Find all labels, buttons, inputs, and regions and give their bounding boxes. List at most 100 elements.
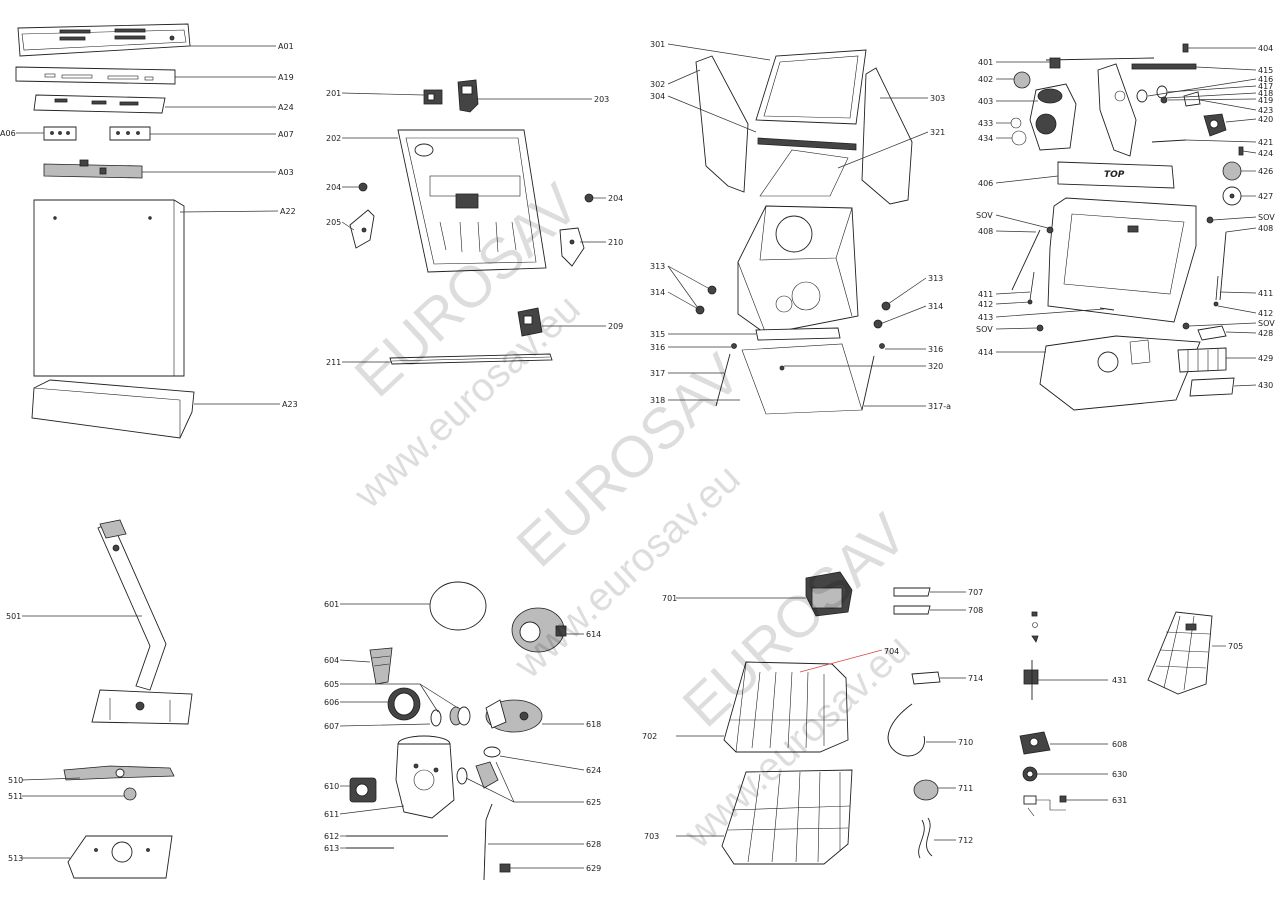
part-202-inner-door[interactable] bbox=[397, 129, 547, 273]
part-411-right[interactable] bbox=[1215, 275, 1219, 301]
part-708[interactable] bbox=[893, 605, 931, 615]
part-sov-screw-3[interactable] bbox=[1206, 216, 1214, 224]
part-318-base-seal[interactable] bbox=[741, 343, 863, 415]
part-201-hinge-switch[interactable] bbox=[423, 89, 443, 105]
part-510-spray-arm[interactable] bbox=[63, 765, 175, 781]
part-416-419[interactable] bbox=[1136, 85, 1168, 104]
part-424[interactable] bbox=[1238, 146, 1244, 156]
part-sov-screw-4[interactable] bbox=[1182, 322, 1190, 330]
part-630-thermostat[interactable] bbox=[1022, 766, 1038, 782]
callout-703: 703 bbox=[644, 832, 659, 841]
callout-423: 423 bbox=[1258, 106, 1273, 115]
callout-210: 210 bbox=[608, 238, 623, 247]
part-a01-control-panel[interactable] bbox=[17, 23, 191, 57]
callout-211: 211 bbox=[326, 358, 341, 367]
part-403-softener[interactable] bbox=[1029, 83, 1077, 151]
part-629[interactable] bbox=[499, 863, 511, 873]
part-tub[interactable] bbox=[737, 205, 859, 335]
part-413[interactable] bbox=[1099, 307, 1115, 311]
part-624-625-hoses[interactable] bbox=[456, 746, 501, 789]
part-608-sensor[interactable] bbox=[1019, 731, 1051, 755]
part-426[interactable] bbox=[1222, 161, 1242, 181]
part-317a-rod[interactable] bbox=[861, 355, 875, 411]
part-209-door-lock[interactable] bbox=[517, 307, 543, 337]
part-303-side-panel-right[interactable] bbox=[861, 67, 913, 205]
part-423[interactable] bbox=[1183, 91, 1201, 107]
part-321-insulation[interactable] bbox=[759, 149, 849, 197]
part-408-right[interactable] bbox=[1219, 231, 1227, 301]
part-611-sump[interactable] bbox=[395, 735, 455, 819]
part-628-drain-hose[interactable] bbox=[483, 803, 493, 881]
part-a19-panel-strip[interactable] bbox=[15, 66, 176, 85]
part-sov-screw-2[interactable] bbox=[1036, 324, 1044, 332]
part-604-filter[interactable] bbox=[369, 647, 393, 685]
part-701-cutlery-basket[interactable] bbox=[805, 571, 853, 617]
part-614-circulation-pump[interactable] bbox=[511, 607, 567, 653]
callout-417: 417 bbox=[1258, 82, 1273, 91]
part-606-filter-cup[interactable] bbox=[387, 687, 421, 721]
callout-710: 710 bbox=[958, 738, 973, 747]
part-714[interactable] bbox=[911, 671, 941, 685]
part-408-left[interactable] bbox=[1011, 229, 1041, 291]
part-203-dispenser[interactable] bbox=[457, 79, 479, 113]
part-431-valve[interactable] bbox=[1023, 660, 1039, 700]
part-204-right[interactable] bbox=[584, 193, 594, 203]
part-707[interactable] bbox=[893, 587, 931, 597]
part-sov-screw-1[interactable] bbox=[1046, 226, 1054, 234]
part-712-harness[interactable] bbox=[918, 817, 933, 859]
part-429-filter-box[interactable] bbox=[1177, 347, 1227, 373]
part-415[interactable] bbox=[1131, 63, 1197, 70]
part-316-right[interactable] bbox=[879, 343, 885, 349]
part-210-hinge-right[interactable] bbox=[559, 227, 585, 267]
part-601-gasket[interactable] bbox=[429, 581, 487, 631]
part-402[interactable] bbox=[1013, 71, 1031, 89]
part-315-strip[interactable] bbox=[755, 327, 841, 341]
part-401-inlet[interactable] bbox=[1045, 57, 1155, 69]
part-605-607-seals[interactable] bbox=[430, 706, 471, 727]
part-703-lower-basket[interactable] bbox=[721, 769, 853, 865]
part-428[interactable] bbox=[1197, 325, 1227, 341]
part-205-hinge-left[interactable] bbox=[349, 209, 375, 249]
part-a03-power-board[interactable] bbox=[43, 159, 143, 179]
part-513-tray[interactable] bbox=[67, 835, 173, 879]
part-702-upper-basket[interactable] bbox=[723, 661, 849, 753]
part-412-right[interactable] bbox=[1213, 301, 1219, 307]
part-317-rod[interactable] bbox=[715, 353, 731, 407]
part-711[interactable] bbox=[913, 779, 939, 801]
part-618-heater-pump[interactable] bbox=[485, 699, 543, 733]
part-a24-control-board[interactable] bbox=[33, 94, 166, 114]
part-501-supply-pipe[interactable] bbox=[91, 519, 193, 725]
part-a06-button-board[interactable] bbox=[43, 126, 77, 141]
callout-431: 431 bbox=[1112, 676, 1127, 685]
part-511-nozzle[interactable] bbox=[123, 787, 137, 801]
part-a22-door[interactable] bbox=[33, 199, 185, 377]
part-434[interactable] bbox=[1011, 130, 1027, 146]
part-427[interactable] bbox=[1222, 186, 1242, 206]
part-420-valve[interactable] bbox=[1203, 113, 1227, 137]
part-421[interactable] bbox=[1151, 139, 1187, 143]
part-404[interactable] bbox=[1182, 43, 1189, 53]
part-414-base-tray[interactable] bbox=[1039, 335, 1201, 411]
part-316-left[interactable] bbox=[731, 343, 737, 349]
callout-sov-2: SOV bbox=[976, 325, 993, 334]
part-430[interactable] bbox=[1189, 377, 1235, 397]
part-314-right[interactable] bbox=[873, 319, 883, 329]
part-302-side-panel-left[interactable] bbox=[695, 55, 749, 193]
callout-629: 629 bbox=[586, 864, 601, 873]
part-710-hose[interactable] bbox=[887, 703, 925, 757]
part-705-cutlery-rack[interactable] bbox=[1147, 611, 1213, 695]
part-631-wiring[interactable] bbox=[1023, 795, 1067, 817]
part-301-top-cover[interactable] bbox=[755, 49, 867, 151]
part-a07-button-board[interactable] bbox=[109, 126, 151, 141]
part-433[interactable] bbox=[1010, 117, 1022, 129]
part-a23-plinth[interactable] bbox=[31, 379, 195, 439]
part-411-left[interactable] bbox=[1029, 271, 1035, 301]
part-610-drain-pump[interactable] bbox=[349, 777, 377, 803]
part-base-frame[interactable] bbox=[1047, 197, 1197, 323]
part-side-air-break[interactable] bbox=[1097, 63, 1137, 157]
part-204-left[interactable] bbox=[358, 182, 368, 192]
part-406-top-marker[interactable]: TOP bbox=[1057, 161, 1175, 189]
part-313-left[interactable] bbox=[707, 285, 717, 295]
part-small-fasteners[interactable] bbox=[1031, 611, 1039, 643]
part-320[interactable] bbox=[779, 365, 785, 371]
